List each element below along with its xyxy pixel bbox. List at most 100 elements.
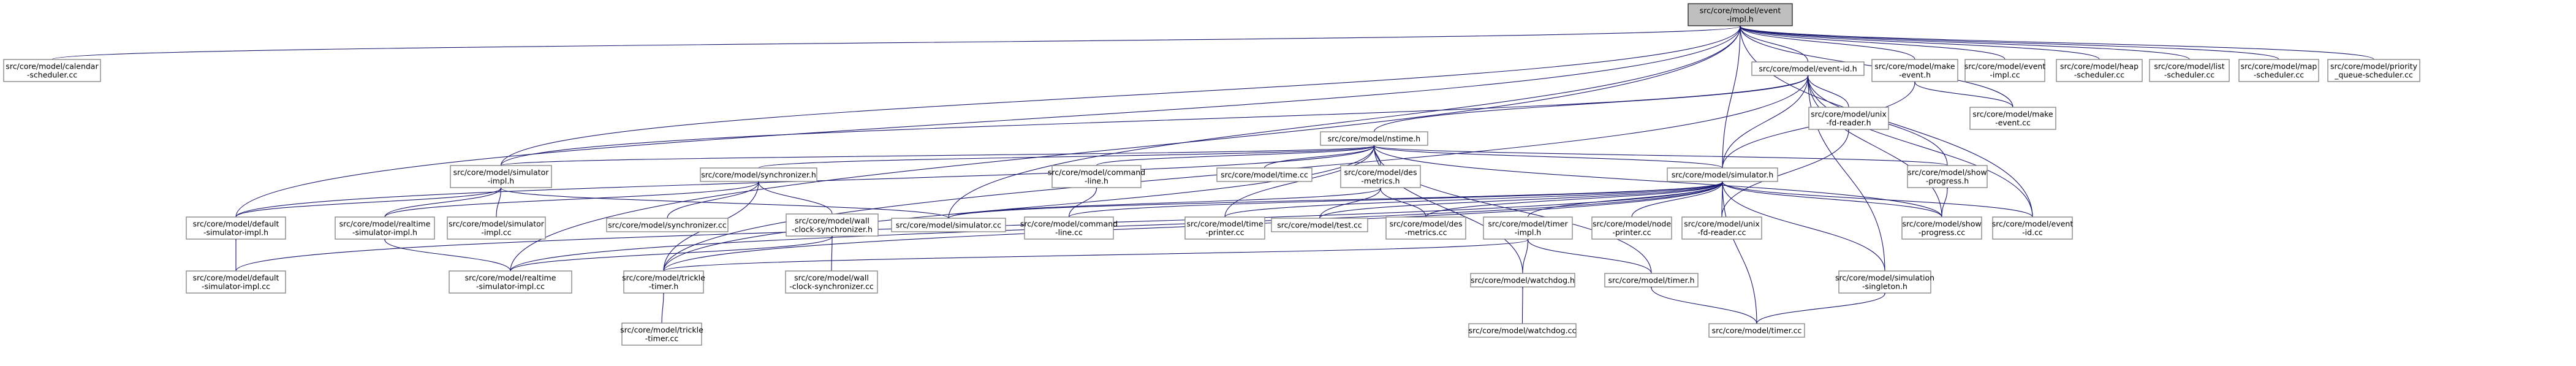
node-label-line: src/core/model/trickle bbox=[620, 326, 703, 335]
node-label-line: src/core/model/timer bbox=[1488, 219, 1568, 229]
node-box bbox=[3, 59, 101, 82]
node-simulator_cc[interactable]: src/core/model/simulator.cc bbox=[891, 218, 1006, 232]
node-makeevent_h[interactable]: src/core/model/make-event.h bbox=[1871, 59, 1958, 82]
node-label-line: src/core/model/heap bbox=[2060, 62, 2138, 71]
node-box bbox=[891, 218, 1006, 232]
node-label-line: src/core/model/command bbox=[1048, 168, 1145, 177]
node-timerimpl_h[interactable]: src/core/model/timer-impl.h bbox=[1483, 216, 1573, 240]
edge-simulator_h-to-showprog_cc bbox=[1722, 182, 1942, 218]
node-label-line: src/core/model/show bbox=[1902, 219, 1981, 229]
edge-root-to-list bbox=[1740, 26, 2190, 60]
node-label-line: src/core/model/make bbox=[1874, 62, 1955, 71]
edge-simulator_h-to-singleton_h bbox=[1722, 182, 1885, 272]
node-wallclock_h[interactable]: src/core/model/wall-clock-synchronizer.h bbox=[786, 213, 879, 237]
node-box bbox=[1969, 107, 2056, 130]
node-root[interactable]: src/core/model/event-impl.h bbox=[1688, 3, 1793, 26]
node-singleton_h[interactable]: src/core/model/simulation-singleton.h bbox=[1835, 270, 1934, 294]
node-realtime_cc[interactable]: src/core/model/realtime-simulator-impl.c… bbox=[449, 270, 572, 294]
node-cmdline_cc[interactable]: src/core/model/command-line.cc bbox=[1020, 216, 1118, 240]
edge-timerimpl_h-to-trickle_h bbox=[663, 240, 1528, 272]
edge-eventid_h-to-simimpl_h bbox=[500, 76, 1808, 166]
node-simulator_h[interactable]: src/core/model/simulator.h bbox=[1667, 167, 1778, 182]
node-sync_h[interactable]: src/core/model/synchronizer.h bbox=[700, 167, 817, 182]
node-box bbox=[1591, 216, 1672, 240]
node-priority[interactable]: src/core/model/priority_queue-scheduler.… bbox=[2327, 59, 2420, 82]
edge-eventid_h-to-eventid_cc bbox=[1808, 76, 2033, 218]
node-unixfd_cc[interactable]: src/core/model/unix-fd-reader.cc bbox=[1681, 216, 1762, 240]
node-showprog_cc[interactable]: src/core/model/show-progress.cc bbox=[1901, 216, 1982, 240]
node-box bbox=[1468, 323, 1577, 338]
node-label-line: src/core/model/simulator.h bbox=[1672, 170, 1774, 180]
edge-sync_h-to-realtime_h bbox=[384, 182, 759, 218]
node-cmdline_h[interactable]: src/core/model/command-line.h bbox=[1048, 165, 1145, 188]
edge-timerimpl_h-to-watchdog_h bbox=[1522, 240, 1528, 274]
node-label-line: src/core/model/list bbox=[2154, 62, 2224, 71]
edge-simulator_h-to-nodeprinter_cc bbox=[1631, 182, 1722, 218]
edge-eventid_h-to-singleton_h bbox=[1808, 76, 1885, 272]
node-trickle_cc[interactable]: src/core/model/trickle-timer.cc bbox=[620, 322, 703, 346]
node-label-line: src/core/model/node bbox=[1593, 219, 1671, 229]
node-label-line: src/core/model/command bbox=[1020, 219, 1118, 229]
edge-des_h-to-test_cc bbox=[1319, 188, 1381, 219]
node-label-line: -scheduler.cc bbox=[2074, 71, 2124, 80]
edge-sync_h-to-wallclock_h bbox=[759, 182, 833, 215]
edge-des_h-to-des_cc bbox=[1381, 188, 1426, 218]
node-box bbox=[449, 270, 572, 294]
node-default_h[interactable]: src/core/model/default-simulator-impl.h bbox=[186, 216, 286, 240]
node-label-line: src/core/model/time.cc bbox=[1221, 170, 1308, 180]
edge-eventid_h-to-unixfd_h bbox=[1808, 76, 1849, 108]
node-trickle_h[interactable]: src/core/model/trickle-timer.h bbox=[622, 270, 705, 294]
node-default_cc[interactable]: src/core/model/default-simulator-impl.cc bbox=[186, 270, 286, 294]
node-box bbox=[2327, 59, 2420, 82]
node-test_cc[interactable]: src/core/model/test.cc bbox=[1271, 218, 1368, 232]
node-box bbox=[1901, 216, 1982, 240]
node-des_cc[interactable]: src/core/model/des-metrics.cc bbox=[1385, 216, 1466, 240]
node-box bbox=[450, 165, 552, 188]
node-box bbox=[1688, 3, 1793, 26]
node-label-line: src/core/model/time bbox=[1186, 219, 1263, 229]
node-timer_cc[interactable]: src/core/model/timer.cc bbox=[1708, 323, 1805, 338]
node-map[interactable]: src/core/model/map-scheduler.cc bbox=[2238, 59, 2319, 82]
node-timeprinter_cc[interactable]: src/core/model/time-printer.cc bbox=[1184, 216, 1265, 240]
node-list[interactable]: src/core/model/list-scheduler.cc bbox=[2149, 59, 2230, 82]
node-eventid_cc[interactable]: src/core/model/event-id.cc bbox=[1992, 216, 2074, 240]
node-heap[interactable]: src/core/model/heap-scheduler.cc bbox=[2056, 59, 2143, 82]
edge-nstime-to-sync_h bbox=[758, 146, 1374, 169]
node-showprog_h[interactable]: src/core/model/show-progress.h bbox=[1907, 165, 1988, 188]
edge-cmdline_h-to-cmdline_cc bbox=[1068, 188, 1097, 218]
node-time_cc[interactable]: src/core/model/time.cc bbox=[1216, 167, 1313, 182]
node-simimpl_cc[interactable]: src/core/model/simulator-impl.cc bbox=[447, 216, 546, 240]
node-eventid_h[interactable]: src/core/model/event-id.h bbox=[1751, 61, 1865, 76]
node-label-line: src/core/model/event-id.h bbox=[1759, 64, 1857, 74]
node-eventimpl_cc[interactable]: src/core/model/event-impl.cc bbox=[1964, 59, 2046, 82]
edge-root-to-priority bbox=[1740, 26, 2374, 60]
node-nodeprinter_cc[interactable]: src/core/model/node-printer.cc bbox=[1591, 216, 1672, 240]
edge-root-to-simulator_h bbox=[1722, 26, 1740, 169]
node-box bbox=[1184, 216, 1265, 240]
node-label-line: -event.cc bbox=[1995, 118, 2031, 128]
edge-simimpl_h-to-simulator_cc bbox=[501, 188, 949, 219]
edge-eventid_h-to-showprog_cc bbox=[1808, 76, 1942, 218]
node-watchdog_h[interactable]: src/core/model/watchdog.h bbox=[1470, 273, 1575, 288]
edge-simimpl_h-to-simimpl_cc bbox=[496, 188, 501, 218]
node-box bbox=[1681, 216, 1762, 240]
node-sync_cc[interactable]: src/core/model/synchronizer.cc bbox=[606, 218, 729, 232]
node-label-line: src/core/model/priority bbox=[2330, 62, 2418, 71]
node-label-line: -impl.h bbox=[1727, 15, 1753, 24]
node-calendar[interactable]: src/core/model/calendar-scheduler.cc bbox=[3, 59, 101, 82]
node-simimpl_h[interactable]: src/core/model/simulator-impl.h bbox=[450, 165, 552, 188]
node-timer_h[interactable]: src/core/model/timer.h bbox=[1604, 273, 1699, 288]
node-box bbox=[1271, 218, 1368, 232]
node-wallclock_cc[interactable]: src/core/model/wall-clock-synchronizer.c… bbox=[785, 270, 878, 294]
edge-nstime-to-simulator_h bbox=[1374, 146, 1723, 169]
edge-simulator_h-to-test_cc bbox=[1319, 182, 1723, 219]
node-realtime_h[interactable]: src/core/model/realtime-simulator-impl.h bbox=[335, 216, 435, 240]
node-watchdog_cc[interactable]: src/core/model/watchdog.cc bbox=[1468, 323, 1577, 338]
node-label-line: src/core/model/event bbox=[1700, 6, 1781, 15]
node-nstime[interactable]: src/core/model/nstime.h bbox=[1320, 131, 1428, 146]
node-unixfd_h[interactable]: src/core/model/unix-fd-reader.h bbox=[1808, 107, 1889, 130]
edge-wallclock_h-to-realtime_cc bbox=[510, 237, 832, 272]
node-label-line: src/core/model/simulator.cc bbox=[896, 221, 1001, 230]
node-makeevent_cc[interactable]: src/core/model/make-event.cc bbox=[1969, 107, 2056, 130]
node-des_h[interactable]: src/core/model/des-metrics.h bbox=[1340, 165, 1421, 188]
